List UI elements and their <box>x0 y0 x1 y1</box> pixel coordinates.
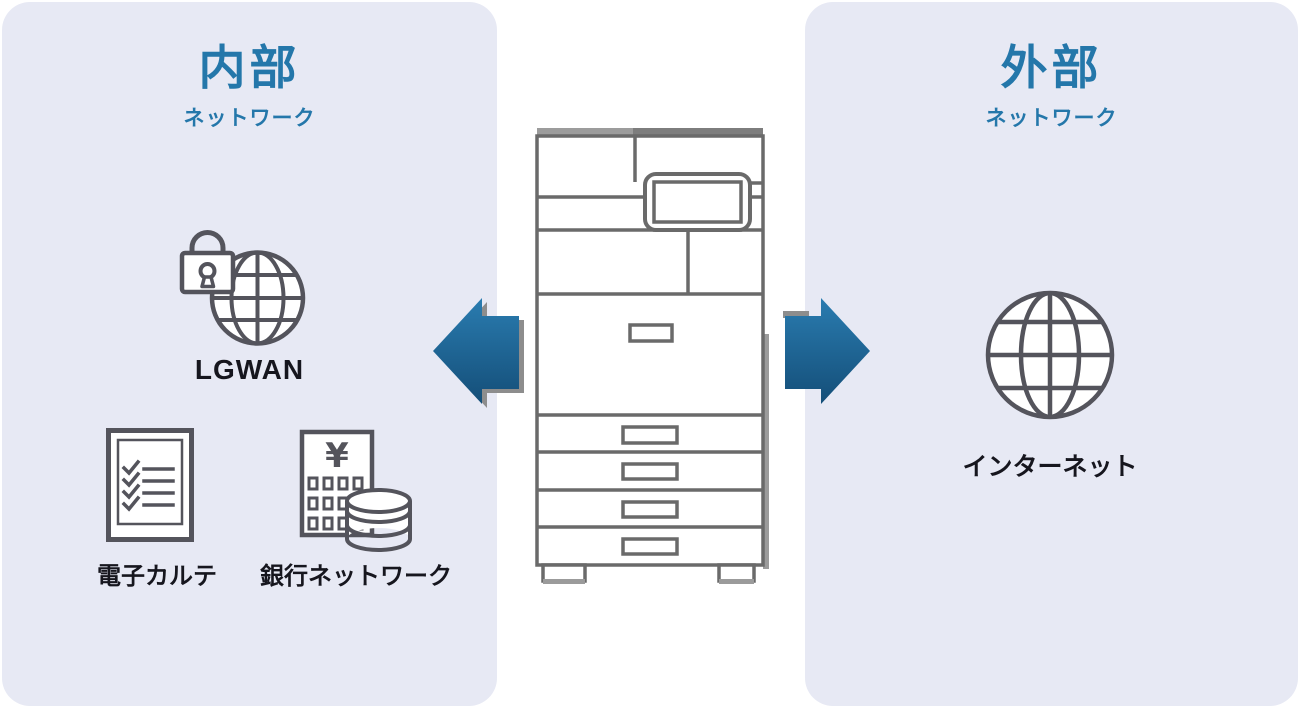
external-subtitle: ネットワーク <box>985 107 1118 130</box>
arrow-right-icon <box>765 288 880 413</box>
lgwan-label: LGWAN <box>194 354 305 385</box>
checklist-document-icon <box>106 428 194 542</box>
arrow-left-icon <box>420 288 535 413</box>
panel-internal-network: 内部 ネットワーク LGWAN <box>2 2 497 706</box>
lock-globe-icon <box>178 228 308 346</box>
bank-coins-icon: ¥ <box>298 428 413 554</box>
internal-subtitle: ネットワーク <box>183 107 316 130</box>
electronic-chart-label: 電子カルテ <box>97 563 217 590</box>
panel-external-network: 外部 ネットワーク インターネット <box>805 2 1298 706</box>
internal-title: 内部 <box>198 41 301 94</box>
bank-network-label: 銀行ネットワーク <box>260 563 452 590</box>
globe-icon <box>985 289 1115 421</box>
external-title: 外部 <box>1000 41 1103 94</box>
yen-symbol: ¥ <box>325 436 349 476</box>
multifunction-printer <box>531 124 771 589</box>
printer-control-panel <box>643 172 752 232</box>
internet-label: インターネット <box>962 453 1138 481</box>
